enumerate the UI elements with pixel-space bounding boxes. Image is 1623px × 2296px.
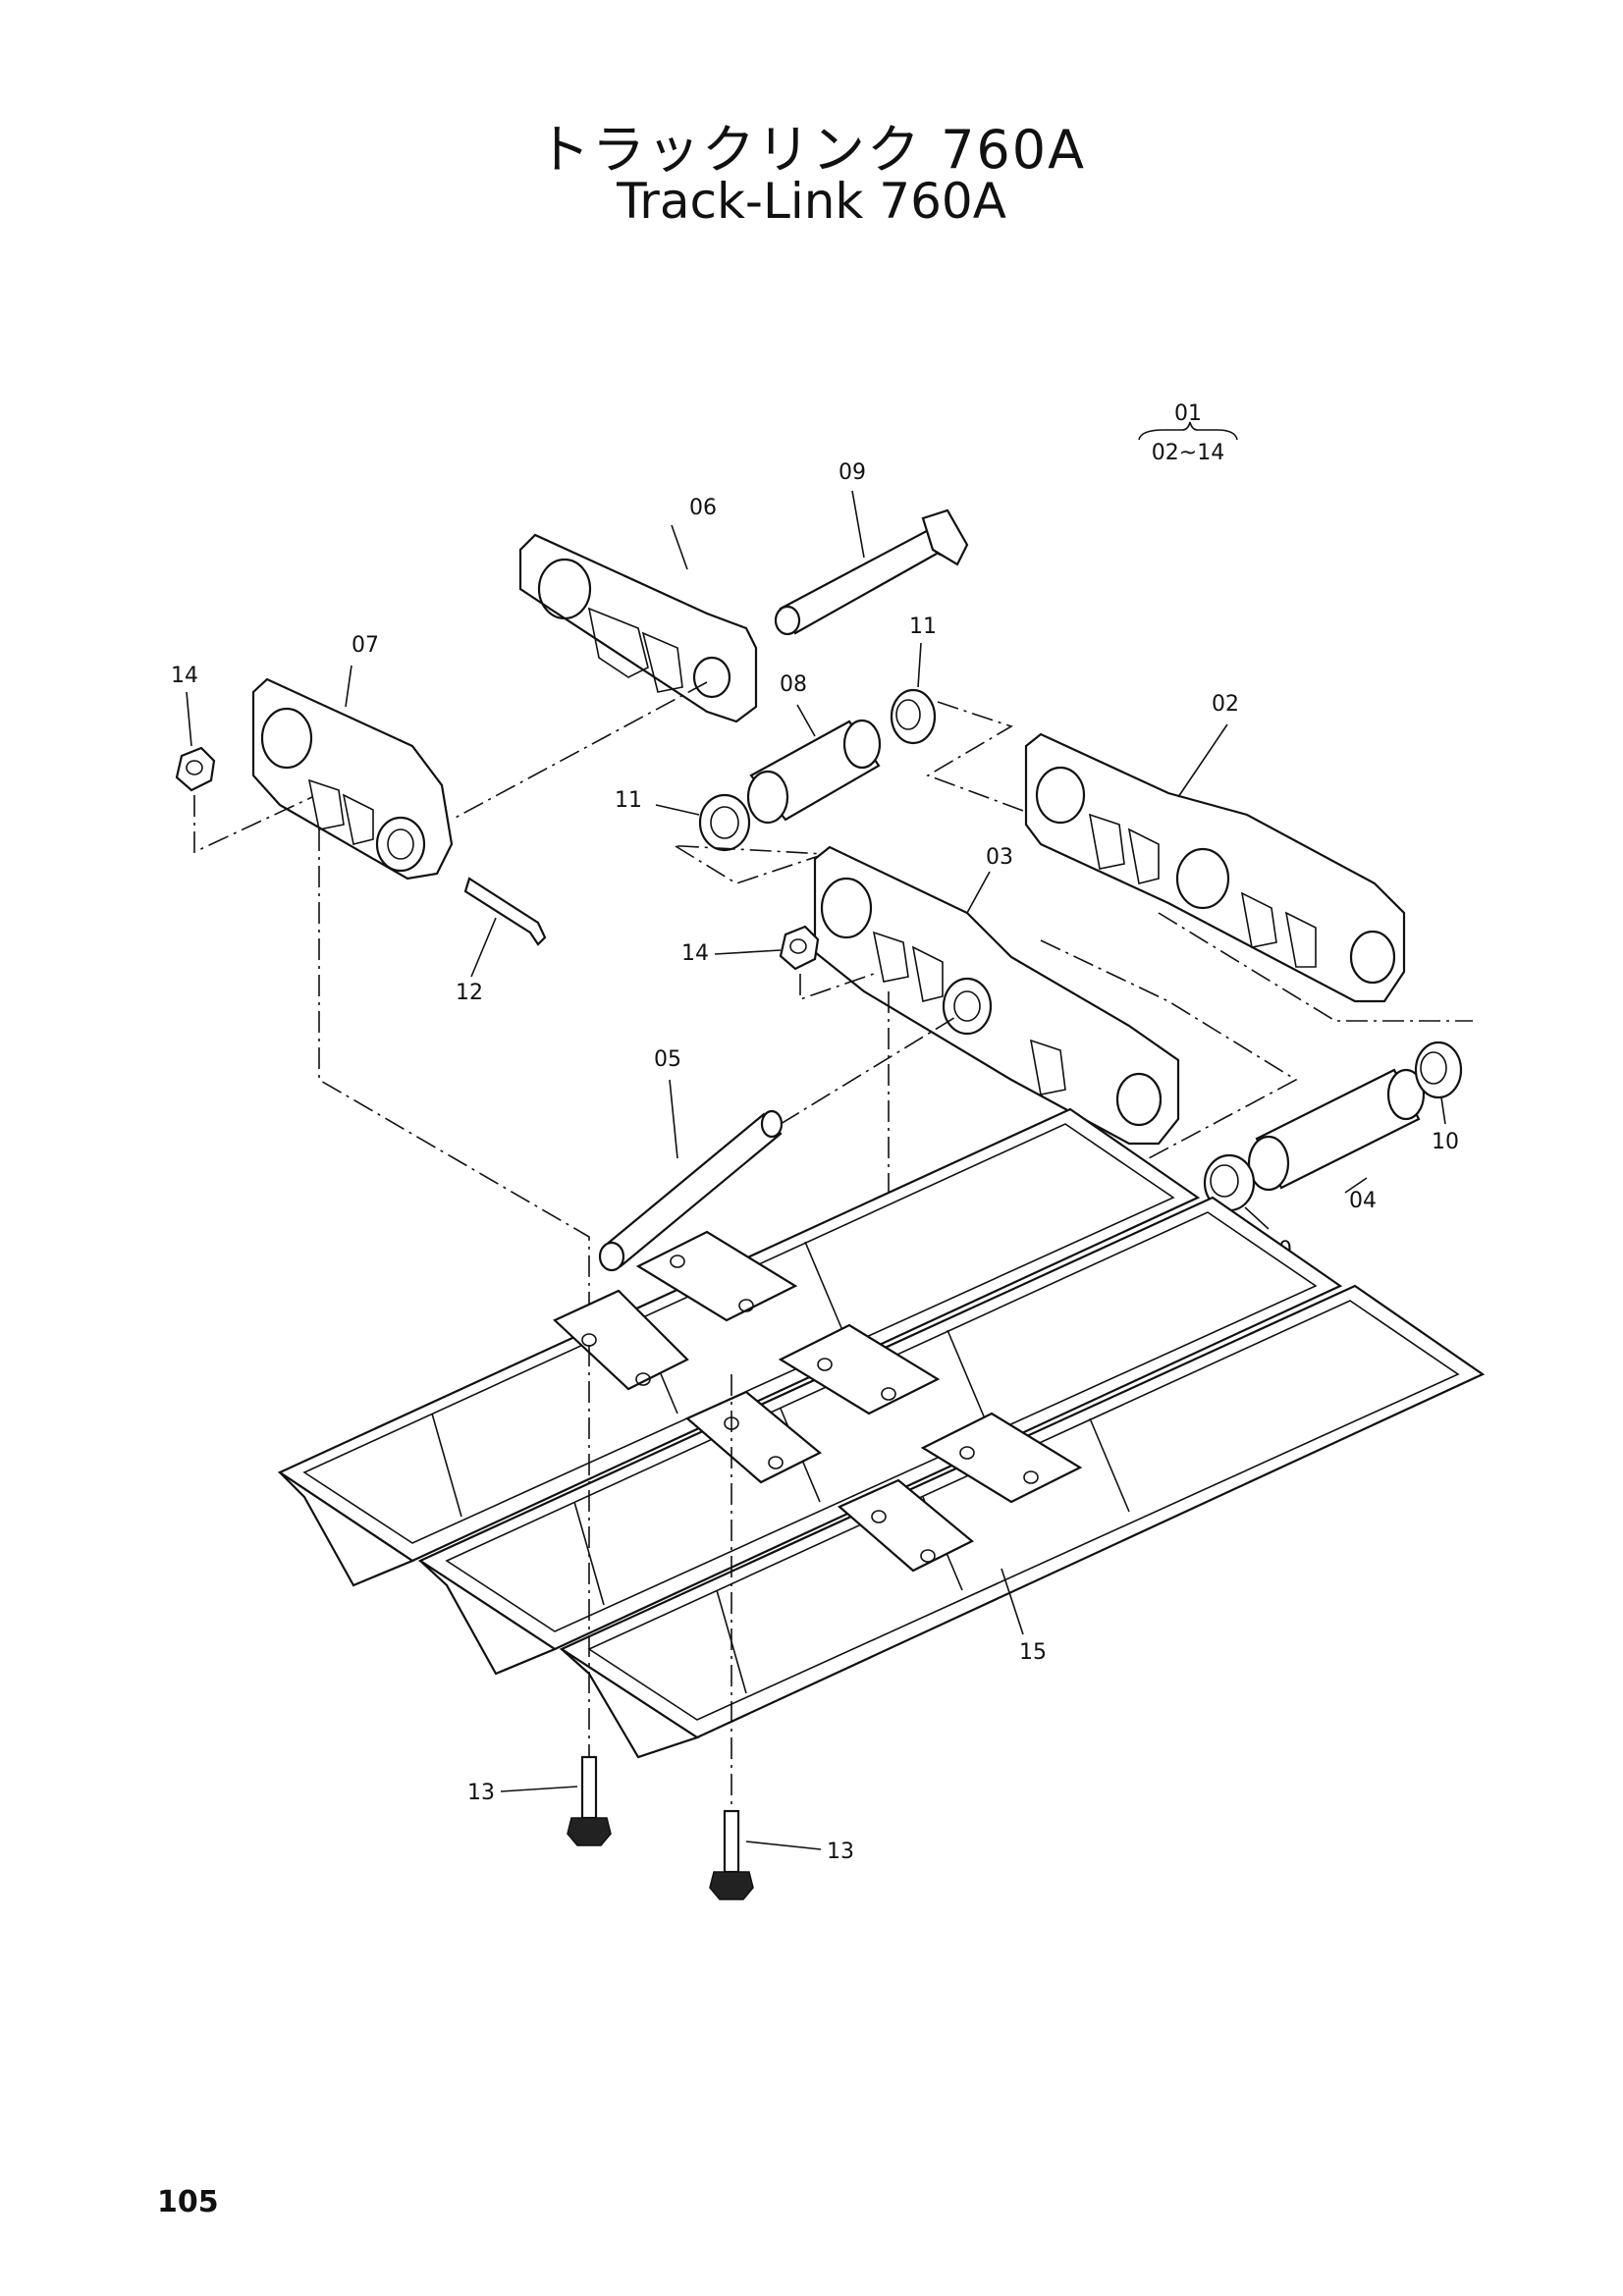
assembly-note-bottom: 02~14	[1152, 441, 1224, 465]
assembly-note: 01 02~14	[1138, 401, 1238, 465]
leader-09	[851, 490, 865, 559]
dash-07-shoe	[318, 829, 590, 1345]
leader-08	[796, 704, 816, 737]
dash-08-seal	[673, 845, 826, 884]
seal-10-left	[1203, 1153, 1256, 1212]
link-02	[1024, 732, 1406, 1003]
label-14-left: 14	[171, 664, 198, 688]
pin-09	[774, 508, 969, 636]
dash-11-02	[926, 701, 1061, 826]
bushing-04	[1247, 1068, 1426, 1192]
label-11-right: 11	[909, 614, 937, 639]
label-13-right: 13	[827, 1840, 854, 1864]
link-07	[251, 677, 454, 881]
leader-15	[1001, 1568, 1024, 1635]
leader-06	[671, 524, 688, 570]
track-shoe-3	[559, 1284, 1486, 1759]
spring-pin-12	[463, 877, 547, 946]
label-10-right: 10	[1432, 1130, 1459, 1154]
dash-14-right	[799, 973, 875, 1001]
track-shoe-1	[277, 1107, 1201, 1587]
leader-10-left	[1244, 1206, 1270, 1230]
label-12: 12	[456, 981, 483, 1005]
label-09: 09	[839, 460, 866, 485]
label-05: 05	[654, 1047, 681, 1072]
seal-10-right	[1414, 1041, 1463, 1099]
label-11-left: 11	[615, 788, 642, 813]
bushing-08	[746, 719, 882, 825]
pin-05	[598, 1109, 784, 1272]
leader-02	[1177, 723, 1228, 798]
title-english: Track-Link 760A	[617, 173, 1006, 230]
label-03: 03	[986, 845, 1013, 870]
leader-13-left	[500, 1786, 578, 1792]
seal-11-left	[698, 793, 751, 852]
dash-02	[1158, 912, 1473, 1022]
dash-06-07	[451, 681, 708, 821]
label-07: 07	[352, 633, 379, 658]
page-number: 105	[157, 2185, 219, 2219]
label-14-right: 14	[681, 941, 709, 966]
assembly-brace	[1138, 421, 1238, 441]
link-06	[518, 533, 758, 723]
leader-05	[669, 1079, 678, 1159]
leader-04	[1344, 1177, 1368, 1194]
leader-10-right	[1440, 1096, 1446, 1125]
leader-13-right	[745, 1841, 822, 1850]
leader-03	[966, 871, 991, 914]
leader-07	[345, 665, 352, 708]
label-06: 06	[689, 496, 717, 520]
label-08: 08	[780, 672, 807, 697]
seal-11-right	[890, 688, 937, 745]
label-04: 04	[1349, 1189, 1377, 1213]
leader-14-right	[714, 949, 782, 955]
nut-14-left	[175, 746, 216, 792]
dash-14-left	[193, 795, 313, 854]
bolt-13-left	[567, 1755, 612, 1846]
assembly-note-top: 01	[1174, 401, 1202, 426]
label-02: 02	[1212, 692, 1239, 717]
label-13-left: 13	[467, 1781, 495, 1805]
bolt-13-right	[709, 1809, 754, 1900]
dash-03	[1040, 939, 1298, 1159]
link-03	[813, 845, 1180, 1146]
title-japanese: トラックリンク 760A	[536, 119, 1087, 181]
track-shoe-2	[417, 1196, 1343, 1676]
nut-14-right	[779, 925, 820, 971]
leader-11-left	[655, 804, 700, 816]
leader-12	[470, 917, 497, 978]
label-15: 15	[1019, 1640, 1047, 1665]
leader-14-left	[186, 691, 192, 747]
leader-11-right	[917, 642, 922, 688]
